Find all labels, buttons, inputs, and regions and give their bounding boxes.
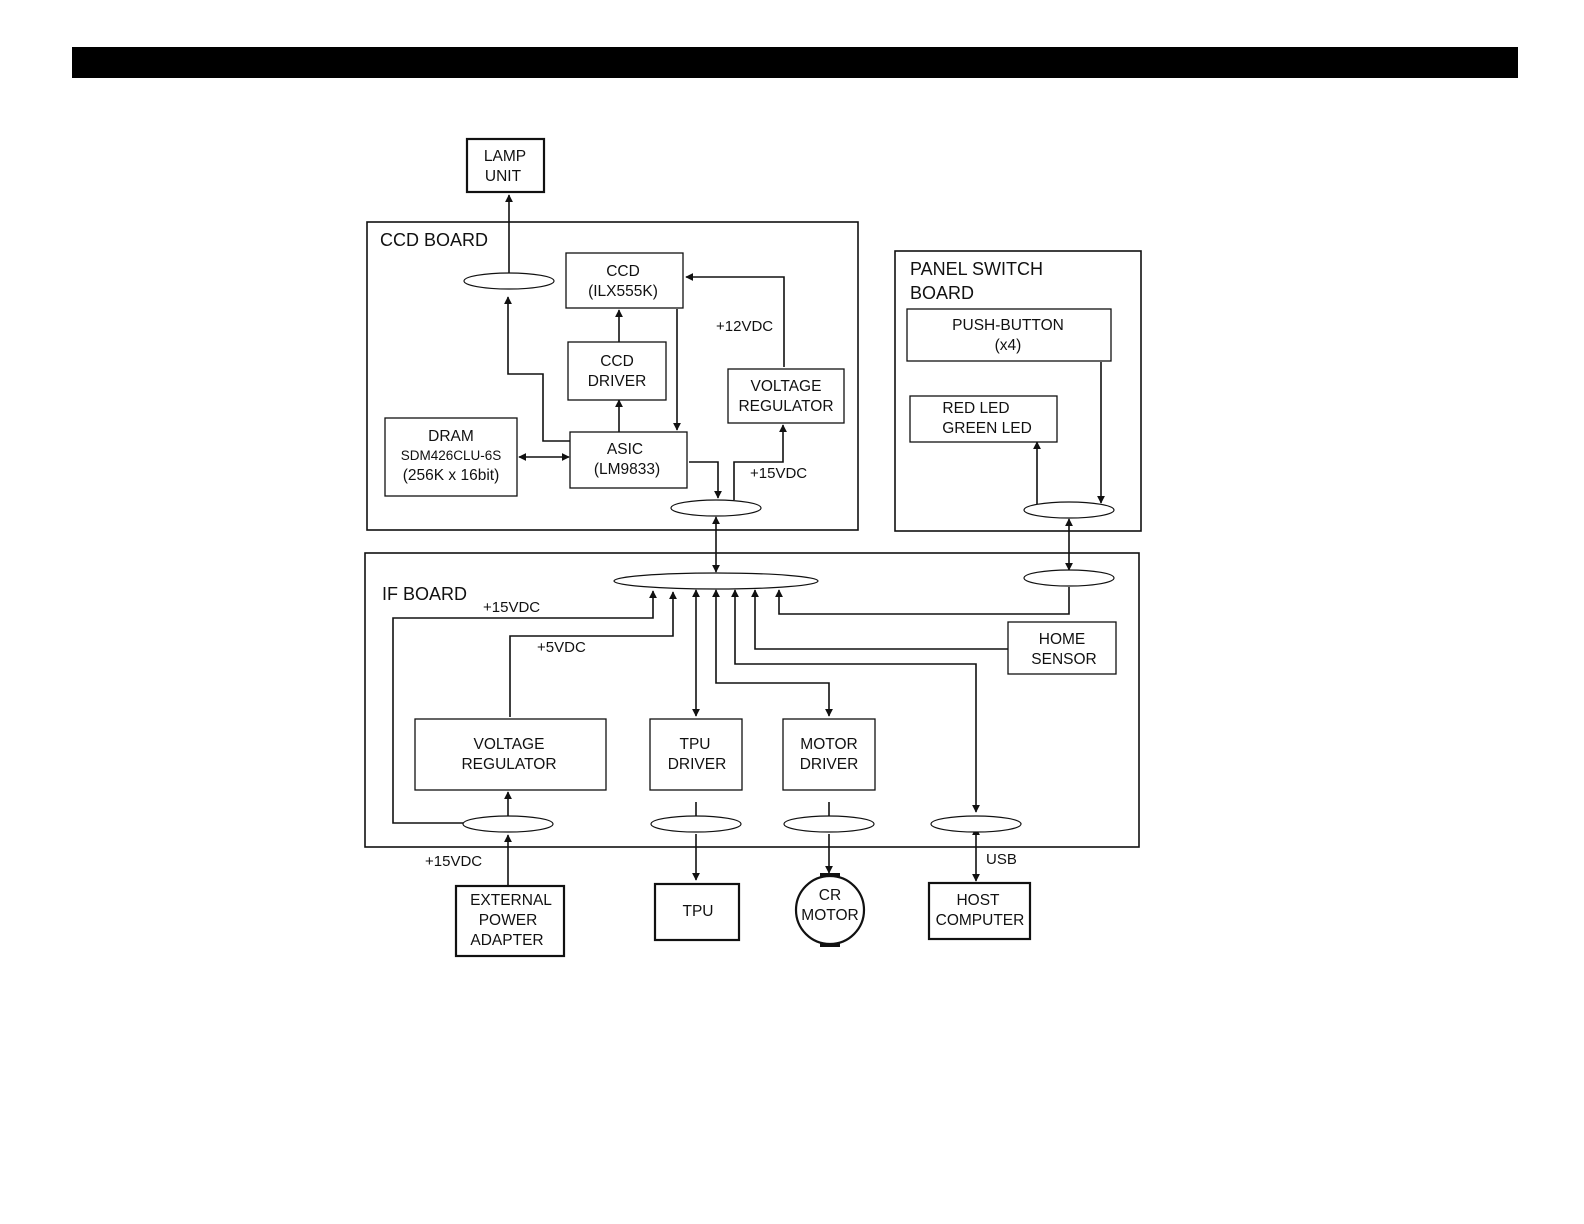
- svg-text:HOST: HOST: [956, 892, 1000, 909]
- tpu-block: TPU: [653, 882, 741, 942]
- if-main-connector: [613, 572, 819, 590]
- host-computer-block: HOST COMPUTER: [927, 881, 1032, 941]
- svg-text:CCD: CCD: [600, 353, 634, 370]
- svg-text:PUSH-BUTTON: PUSH-BUTTON: [952, 317, 1064, 334]
- svg-text:(x4): (x4): [995, 337, 1022, 354]
- svg-text:(ILX555K): (ILX555K): [588, 283, 658, 300]
- ccd-board-connector: [670, 499, 762, 517]
- svg-text:GREEN LED: GREEN LED: [942, 420, 1032, 437]
- svg-text:RED LED: RED LED: [942, 400, 1009, 417]
- svg-text:TPU: TPU: [683, 903, 714, 920]
- tpu-driver-block: TPU DRIVER: [649, 718, 743, 791]
- svg-text:VOLTAGE: VOLTAGE: [751, 378, 822, 395]
- svg-text:ADAPTER: ADAPTER: [470, 932, 543, 949]
- svg-text:MOTOR: MOTOR: [800, 736, 857, 753]
- svg-text:ASIC: ASIC: [607, 441, 643, 458]
- asic-block: ASIC (LM9833): [569, 431, 688, 489]
- ccd-block: CCD (ILX555K): [565, 252, 684, 309]
- panel-switch-board: [894, 250, 1142, 532]
- ccd-lamp-connector: [463, 272, 555, 290]
- ext-15vdc-label: +15VDC: [425, 853, 482, 870]
- usb-label: USB: [986, 851, 1017, 868]
- svg-text:CCD: CCD: [606, 263, 640, 280]
- ccd-driver-block: CCD DRIVER: [567, 341, 667, 401]
- led-block: RED LED GREEN LED: [909, 395, 1058, 443]
- if-motor-connector: [783, 815, 875, 833]
- svg-text:(LM9833): (LM9833): [594, 461, 660, 478]
- svg-text:POWER: POWER: [479, 912, 538, 929]
- ccd-15vdc-label: +15VDC: [750, 465, 807, 482]
- ccd-12vdc-label: +12VDC: [716, 318, 773, 335]
- if-voltage-regulator-block: VOLTAGE REGULATOR: [414, 718, 607, 791]
- svg-text:SDM426CLU-6S: SDM426CLU-6S: [401, 448, 502, 463]
- home-sensor-block: HOME SENSOR: [1007, 621, 1117, 675]
- svg-text:VOLTAGE: VOLTAGE: [474, 736, 545, 753]
- panel-switch-board-label-2: BOARD: [910, 283, 974, 303]
- svg-text:SENSOR: SENSOR: [1031, 651, 1096, 668]
- dram-block: DRAM SDM426CLU-6S (256K x 16bit): [384, 417, 518, 497]
- svg-text:CR: CR: [819, 887, 841, 904]
- if-board: [364, 552, 1140, 848]
- panel-board-connector: [1023, 501, 1115, 519]
- if-tpu-connector: [650, 815, 742, 833]
- svg-text:COMPUTER: COMPUTER: [936, 912, 1025, 929]
- svg-text:HOME: HOME: [1039, 631, 1086, 648]
- if-15vdc-label: +15VDC: [483, 599, 540, 616]
- if-power-connector: [462, 815, 554, 833]
- svg-text:REGULATOR: REGULATOR: [461, 756, 556, 773]
- if-panel-connector: [1023, 569, 1115, 587]
- external-power-adapter-block: EXTERNAL POWER ADAPTER: [454, 884, 566, 958]
- svg-text:TPU: TPU: [680, 736, 711, 753]
- header-bar: [72, 47, 1518, 78]
- if-5vdc-label: +5VDC: [537, 639, 586, 656]
- svg-text:DRIVER: DRIVER: [588, 373, 647, 390]
- svg-text:DRIVER: DRIVER: [668, 756, 727, 773]
- svg-text:(256K x 16bit): (256K x 16bit): [403, 467, 500, 484]
- if-usb-connector: [930, 815, 1022, 833]
- svg-text:EXTERNAL: EXTERNAL: [470, 892, 552, 909]
- push-button-block: PUSH-BUTTON (x4): [906, 308, 1112, 362]
- motor-driver-block: MOTOR DRIVER: [782, 718, 876, 791]
- ccd-board: [366, 221, 859, 531]
- svg-text:REGULATOR: REGULATOR: [738, 398, 833, 415]
- lamp-unit-block: LAMP UNIT: [465, 137, 546, 194]
- svg-text:MOTOR: MOTOR: [801, 907, 858, 924]
- svg-text:DRIVER: DRIVER: [800, 756, 859, 773]
- svg-text:LAMP: LAMP: [484, 148, 526, 165]
- wires: [392, 194, 1105, 900]
- if-board-label: IF BOARD: [382, 584, 467, 604]
- panel-switch-board-label: PANEL SWITCH: [910, 259, 1043, 279]
- ccd-voltage-regulator-block: VOLTAGE REGULATOR: [727, 368, 845, 424]
- ccd-board-label: CCD BOARD: [380, 230, 488, 250]
- svg-text:DRAM: DRAM: [428, 428, 474, 445]
- svg-text:UNIT: UNIT: [485, 168, 522, 185]
- cr-motor-block: CR MOTOR: [794, 873, 866, 947]
